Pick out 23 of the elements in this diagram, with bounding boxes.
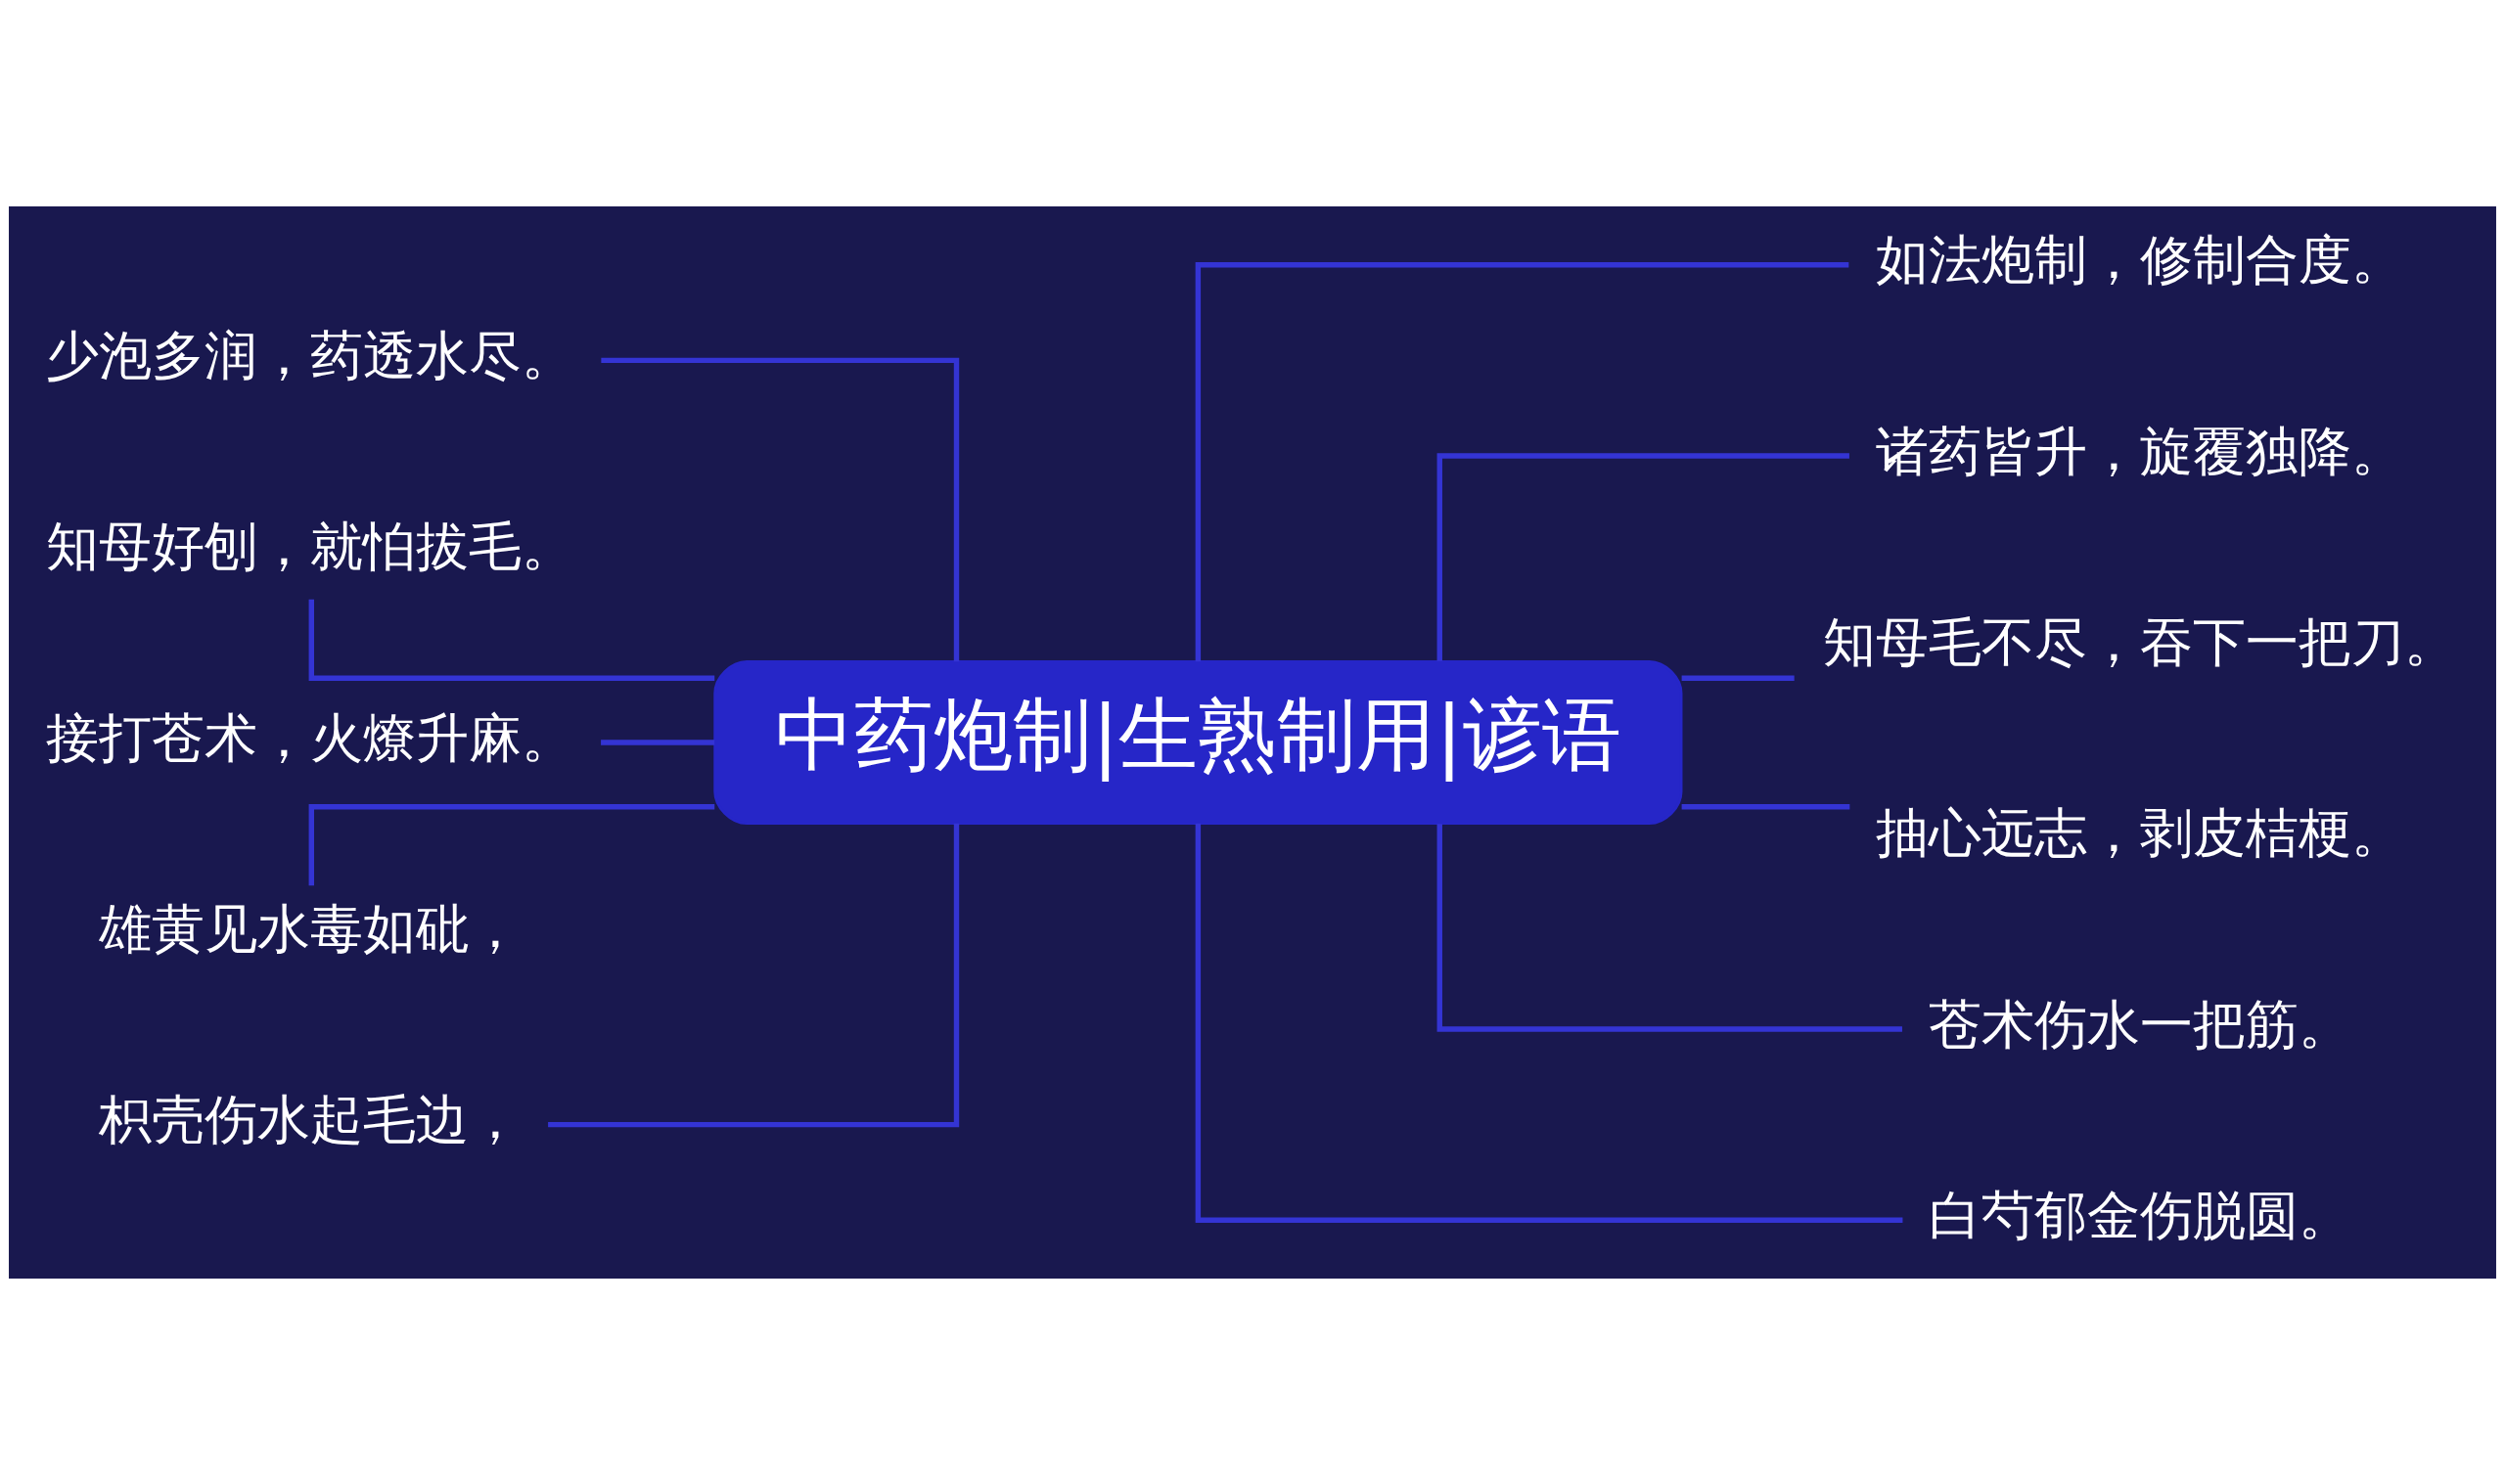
connector	[308, 599, 715, 681]
node-text: 抽心远志，剥皮桔梗。	[1876, 801, 2405, 864]
connector	[1681, 803, 1850, 809]
connector	[601, 739, 715, 745]
connector	[1195, 823, 1903, 1223]
node-text: 接打苍术，火燎升麻。	[45, 706, 574, 769]
node-box: 中药炮制|生熟制用|谚语	[713, 659, 1683, 825]
node-text: 知母好刨，就怕拔毛。	[45, 515, 574, 577]
connector	[1436, 452, 1849, 661]
node-text: 知母毛不尽，吞下一把刀。	[1823, 610, 2458, 673]
node-text: 少泡多润，药透水尽。	[45, 324, 574, 386]
connector	[548, 823, 960, 1127]
node-text: 如法炮制，修制合度。	[1876, 228, 2405, 291]
connector	[1436, 823, 1902, 1032]
connector	[1195, 261, 1849, 661]
node-text: 苍术伤水一把筋。	[1929, 993, 2352, 1056]
node-text: 雄黄见水毒如砒，	[98, 897, 522, 960]
connector	[1681, 675, 1795, 681]
node-text: 枳壳伤水起毛边，	[98, 1088, 522, 1150]
connector	[601, 357, 960, 661]
node-text: 诸药皆升，旋覆独降。	[1876, 420, 2405, 482]
node-text: 白芍郁金伤脱圆。	[1929, 1184, 2352, 1246]
connector	[308, 803, 715, 885]
